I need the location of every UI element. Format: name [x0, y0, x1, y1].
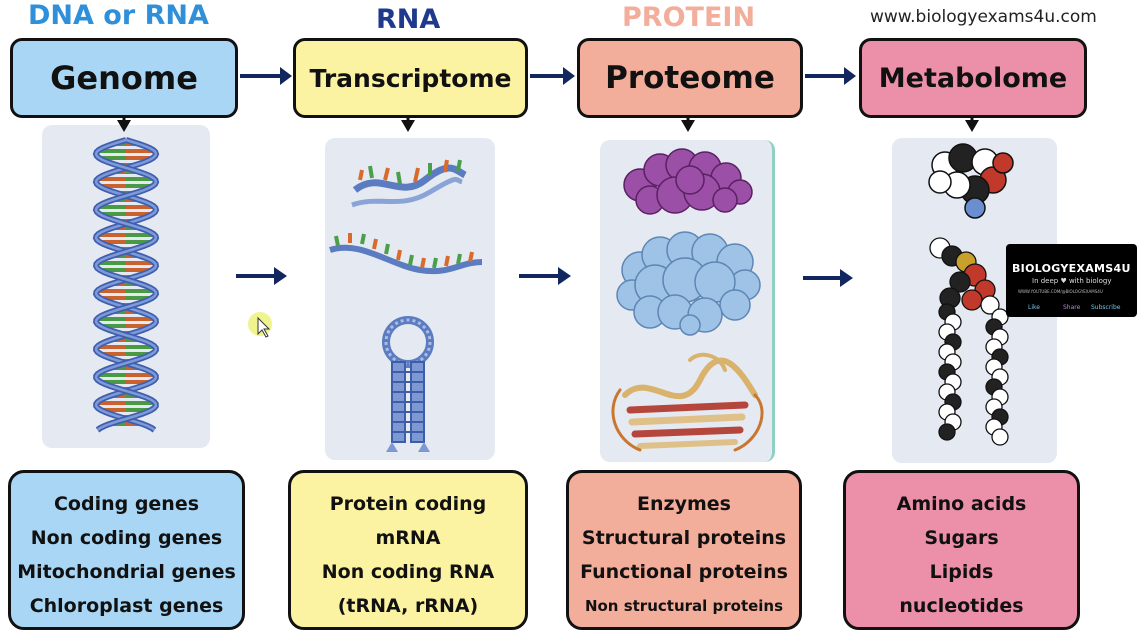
genome-item: Coding genes — [53, 493, 200, 515]
transcriptome-box: Transcriptome — [293, 38, 528, 118]
genome-item: Chloroplast genes — [29, 595, 224, 617]
category-label-dna-or-rna: DNA or RNA — [28, 0, 209, 31]
genome-item: Mitochondrial genes — [17, 561, 236, 583]
middle-arrow-2 — [519, 267, 571, 285]
middle-arrow-1 — [236, 267, 287, 285]
protein-ribbon-illustration — [611, 352, 764, 452]
metabolome-item: nucleotides — [899, 595, 1024, 617]
down-arrow-2 — [401, 118, 415, 132]
proteome-box: Proteome — [577, 38, 803, 118]
proteome-item: Functional proteins — [580, 561, 788, 583]
trna-hairpin-illustration — [382, 316, 434, 452]
logo-share-button[interactable]: Share — [1063, 304, 1081, 311]
cursor-highlight — [248, 312, 272, 338]
transcriptome-title: Transcriptome — [309, 63, 512, 93]
genome-items-box: Coding genes Non coding genes Mitochondr… — [8, 470, 245, 630]
rna-strand-illustration-1 — [351, 159, 467, 208]
down-arrow-1 — [117, 118, 131, 132]
channel-logo-badge: BIOLOGYEXAMS4U In deep ♥ with biology WW… — [1006, 244, 1137, 317]
website-url: www.biologyexams4u.com — [870, 7, 1097, 27]
transcriptome-item: Protein coding — [329, 493, 487, 515]
middle-arrow-3 — [803, 269, 853, 287]
logo-tagline: In deep ♥ with biology — [1032, 277, 1112, 285]
dna-helix-illustration — [92, 137, 160, 433]
diagram-graphics — [92, 67, 1014, 452]
transcriptome-item: (tRNA, rRNA) — [337, 595, 479, 617]
protein-blob-blue-illustration — [616, 231, 761, 336]
proteome-item: Non structural proteins — [584, 597, 784, 615]
logo-url: WWW.YOUTUBE.COM/@BIOLOGYEXAMS4U — [1018, 289, 1103, 294]
proteome-items-box: Enzymes Structural proteins Functional p… — [566, 470, 802, 630]
rna-strand-illustration-2 — [329, 233, 483, 275]
transcriptome-item: Non coding RNA — [321, 561, 495, 583]
proteome-item: Enzymes — [637, 493, 731, 515]
metabolome-item: Amino acids — [896, 493, 1027, 515]
genome-box: Genome — [10, 38, 238, 118]
proteome-title: Proteome — [605, 60, 775, 96]
header-arrow-1 — [240, 67, 292, 85]
logo-subscribe-button[interactable]: Subscribe — [1091, 304, 1121, 311]
metabolite-lipid-illustration — [929, 237, 1009, 446]
metabolome-items-box: Amino acids Sugars Lipids nucleotides — [843, 470, 1080, 630]
logo-like-button[interactable]: Like — [1028, 304, 1040, 311]
down-arrow-3 — [681, 118, 695, 132]
genome-item: Non coding genes — [30, 527, 223, 549]
metabolome-item: Sugars — [924, 527, 999, 549]
protein-blob-purple-illustration — [623, 148, 753, 215]
category-label-rna: RNA — [376, 4, 441, 35]
metabolome-title: Metabolome — [878, 62, 1068, 94]
logo-brand: BIOLOGYEXAMS4U — [1012, 262, 1131, 275]
metabolite-small-molecule-illustration — [928, 143, 1014, 219]
transcriptome-items-box: Protein coding mRNA Non coding RNA (tRNA… — [288, 470, 528, 630]
header-arrow-2 — [530, 67, 575, 85]
transcriptome-item: mRNA — [375, 527, 441, 549]
header-arrow-3 — [805, 67, 856, 85]
metabolome-item: Lipids — [929, 561, 994, 583]
genome-title: Genome — [50, 59, 198, 97]
down-arrow-4 — [965, 118, 979, 132]
metabolome-box: Metabolome — [859, 38, 1087, 118]
proteome-item: Structural proteins — [581, 527, 787, 549]
category-label-protein: PROTEIN — [622, 2, 756, 33]
